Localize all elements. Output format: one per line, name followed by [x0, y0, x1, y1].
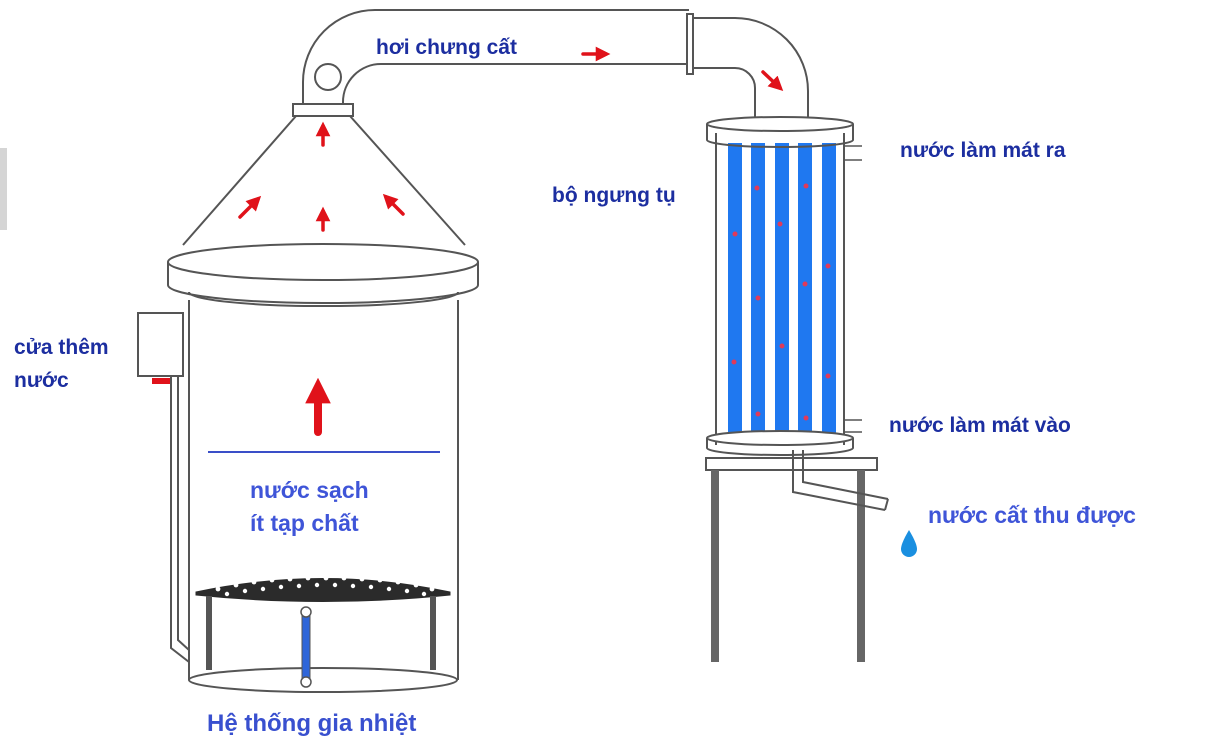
condenser — [706, 116, 862, 456]
water-inlet — [137, 312, 190, 663]
water-inlet-label: cửa thêm nước — [14, 331, 109, 397]
cooling-water-in-label: nước làm mát vào — [889, 414, 1071, 437]
distillate-label: nước cất thu được — [928, 502, 1136, 528]
boiler-hood — [182, 103, 466, 246]
clean-water-label: nước sạch ít tạp chất — [250, 474, 369, 540]
flow-arrow-icon — [238, 195, 262, 219]
condenser-stand — [705, 457, 878, 662]
water-drop-icon — [901, 530, 917, 557]
left-edge-tab — [0, 148, 7, 230]
perforated-plate — [195, 575, 451, 670]
vapor-pipe — [302, 9, 809, 122]
boiler-vessel — [167, 243, 479, 693]
condenser-label: bộ ngưng tụ — [552, 184, 676, 207]
vapor-flow-arrows — [238, 46, 784, 232]
flow-arrow-icon — [382, 193, 405, 216]
water-inlet-label-line1: cửa thêm — [14, 336, 109, 359]
vapor-label: hơi chưng cất — [376, 36, 517, 59]
clean-water-label-line1: nước sạch — [250, 477, 369, 503]
heating-system-label: Hệ thống gia nhiệt — [207, 710, 417, 737]
flow-arrow-icon — [761, 70, 784, 92]
clean-water-label-line2: ít tạp chất — [250, 510, 359, 536]
heating-element — [300, 606, 312, 688]
cooling-water-out-label: nước làm mát ra — [900, 139, 1066, 162]
water-inlet-label-line2: nước — [14, 369, 69, 392]
distillate-outlet — [792, 450, 889, 511]
